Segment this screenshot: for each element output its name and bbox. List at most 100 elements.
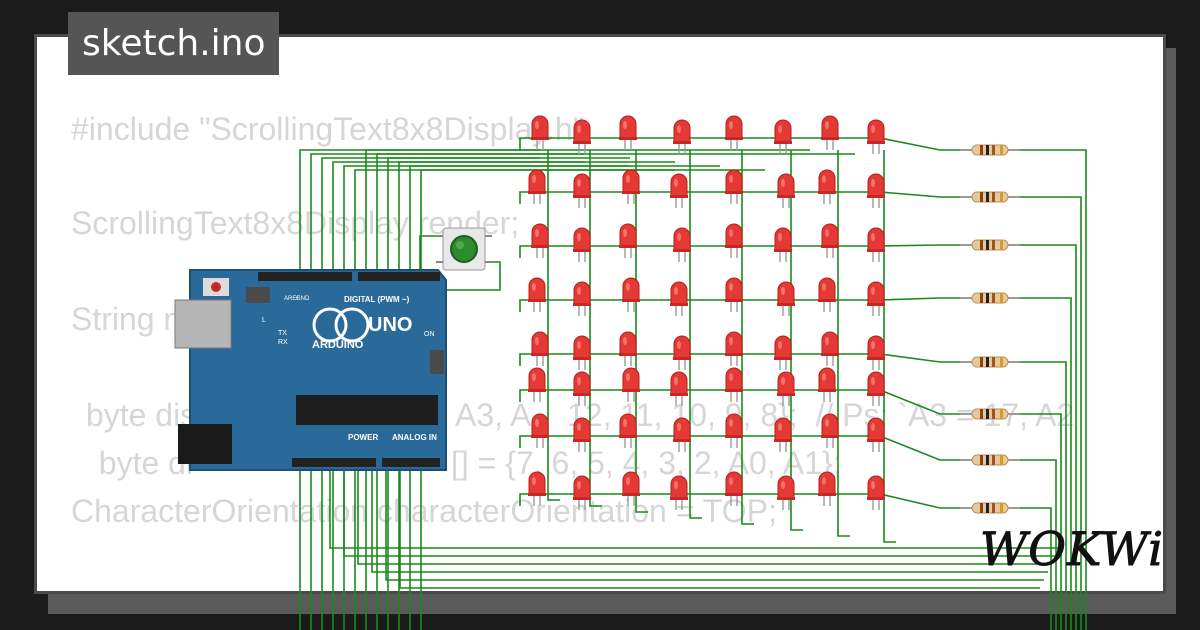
board-label-analog: ANALOG IN [392,433,437,442]
led [777,371,795,406]
arduino-logo-icon [312,307,348,343]
signal-wire [420,169,675,630]
resistor [960,454,1020,466]
return-wire [1018,196,1082,630]
led [774,335,792,370]
row-wire [879,191,965,198]
led [725,277,743,312]
power-jack [178,424,232,464]
led [777,173,795,208]
led [573,173,591,208]
signal-wire [387,157,540,630]
header-left [258,272,352,281]
code-background: #include "ScrollingText8x8Display.h" Scr… [37,37,1163,591]
button-wire [419,235,436,272]
board-label-power: POWER [348,433,378,442]
led [528,169,546,204]
bottom-wire [357,470,1052,565]
row-wire [519,493,880,506]
led [531,413,549,448]
led [673,335,691,370]
column-wire [790,150,803,531]
led [670,475,688,510]
led [867,335,885,370]
row-wire [519,191,880,204]
led [531,115,549,150]
led [821,223,839,258]
row-wire [879,435,965,461]
return-wire [1018,459,1057,630]
row-wire [879,353,965,363]
push-button[interactable] [436,227,492,271]
led [673,227,691,262]
led [725,115,743,150]
row-wire [519,137,880,150]
led [818,169,836,204]
led [531,223,549,258]
led [622,471,640,506]
atmega-chip [296,395,438,425]
led [573,335,591,370]
led [528,471,546,506]
icsp-header-right [430,350,444,374]
led [867,475,885,510]
preview-card: #include "ScrollingText8x8Display.h" Scr… [34,34,1166,594]
led [774,119,792,154]
header-right [358,272,440,281]
resistor [960,408,1020,420]
led [725,367,743,402]
led [774,417,792,452]
led [821,331,839,366]
code-line-5: A3, A [455,397,532,433]
led [622,169,640,204]
led [867,119,885,154]
led [725,331,743,366]
arduino-uno-board[interactable]: UNO ARDUINO DIGITAL (PWM ~) POWER ANALOG… [174,269,447,471]
led [619,223,637,258]
usb-port [174,299,232,349]
led [725,223,743,258]
resistor [960,292,1020,304]
led [818,471,836,506]
led [821,115,839,150]
code-line-9: CharacterOrientation characterOrientatio… [71,493,777,529]
led [777,475,795,510]
led [619,413,637,448]
led [774,227,792,262]
icsp-header [246,287,270,303]
return-wire [1018,507,1052,630]
led [867,173,885,208]
board-label-uno: UNO [368,314,412,336]
led [528,367,546,402]
led [867,417,885,452]
return-wire [1018,413,1062,630]
signal-wire [409,165,630,630]
board-label-arduino: ARDUINO [312,339,364,351]
board-label-gnd: GND [296,296,310,302]
led [573,119,591,154]
return-wire [1018,361,1067,630]
row-wire [879,389,965,415]
bottom-wire [399,470,1040,589]
resistor [960,502,1020,514]
signal-wire [376,153,855,630]
led [670,281,688,316]
led [573,475,591,510]
column-wire [589,150,602,507]
board-label-on: ON [424,331,435,338]
return-wire [1018,149,1087,630]
file-title: sketch.ino [68,12,280,75]
board-label-digital: DIGITAL (PWM ~) [344,295,410,304]
board-label-l: L [262,317,266,324]
header-power [292,458,376,467]
return-wire [1018,244,1077,630]
signal-wire [398,161,585,630]
led [725,471,743,506]
led [573,417,591,452]
resistor [960,144,1020,156]
row-wire [519,353,880,366]
led [673,417,691,452]
led [867,371,885,406]
reset-button[interactable] [211,282,221,292]
